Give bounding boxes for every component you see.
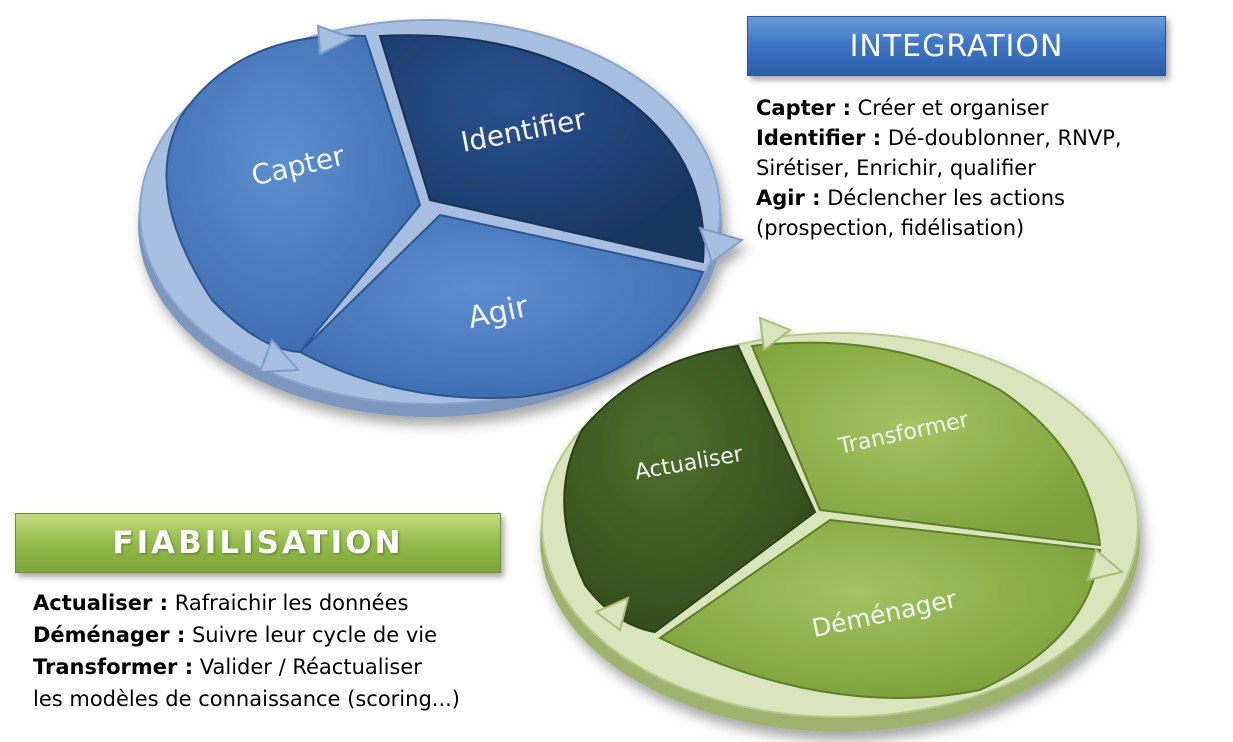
desc-line: Transformer : Valider / Réactualiser	[33, 651, 553, 683]
desc-text: Sirétiser, Enrichir, qualifier	[756, 156, 1036, 180]
desc-text: Rafraichir les données	[168, 591, 409, 615]
desc-text: Déclencher les actions	[820, 186, 1065, 210]
arrow-icon	[594, 596, 630, 632]
arrow-icon	[316, 24, 355, 56]
desc-line: Déménager : Suivre leur cycle de vie	[33, 619, 553, 651]
fiabilisation-wheel	[540, 316, 1140, 732]
desc-line: Agir : Déclencher les actions	[756, 183, 1231, 213]
fiabilisation-title: FIABILISATION	[112, 525, 404, 561]
desc-text: Créer et organiser	[850, 96, 1049, 120]
arrow-icon	[258, 338, 301, 374]
desc-line: les modèles de connaissance (scoring...)	[33, 683, 553, 715]
desc-term: Agir :	[756, 186, 821, 210]
desc-term: Déménager :	[33, 623, 186, 647]
desc-term: Identifier :	[756, 126, 882, 150]
integration-description: Capter : Créer et organiser Identifier :…	[756, 93, 1231, 243]
arrow-icon	[1086, 548, 1125, 582]
desc-line: Identifier : Dé-doublonner, RNVP,	[756, 123, 1231, 153]
segment-demenager	[658, 518, 1102, 700]
segment-transformer	[750, 341, 1102, 547]
segment-identifier	[378, 34, 705, 264]
fiabilisation-description: Actualiser : Rafraichir les données Démé…	[33, 587, 553, 715]
arrow-icon	[698, 226, 745, 264]
arrow-icon	[758, 316, 793, 352]
desc-text: les modèles de connaissance (scoring...)	[33, 687, 460, 711]
desc-term: Capter :	[756, 96, 851, 120]
integration-title: INTEGRATION	[849, 28, 1064, 64]
segment-capter	[165, 34, 422, 354]
desc-term: Transformer :	[33, 655, 194, 679]
integration-banner: INTEGRATION	[747, 16, 1166, 76]
integration-wheel	[138, 19, 745, 417]
desc-text: Suivre leur cycle de vie	[185, 623, 438, 647]
desc-term: Actualiser :	[33, 591, 169, 615]
desc-line: (prospection, fidélisation)	[756, 213, 1231, 243]
desc-line: Actualiser : Rafraichir les données	[33, 587, 553, 619]
desc-line: Capter : Créer et organiser	[756, 93, 1231, 123]
desc-line: Sirétiser, Enrichir, qualifier	[756, 153, 1231, 183]
fiabilisation-banner: FIABILISATION	[15, 513, 501, 573]
desc-text: Dé-doublonner, RNVP,	[881, 126, 1122, 150]
desc-text: Valider / Réactualiser	[193, 655, 422, 679]
desc-text: (prospection, fidélisation)	[756, 216, 1025, 240]
segment-agir	[298, 213, 705, 400]
